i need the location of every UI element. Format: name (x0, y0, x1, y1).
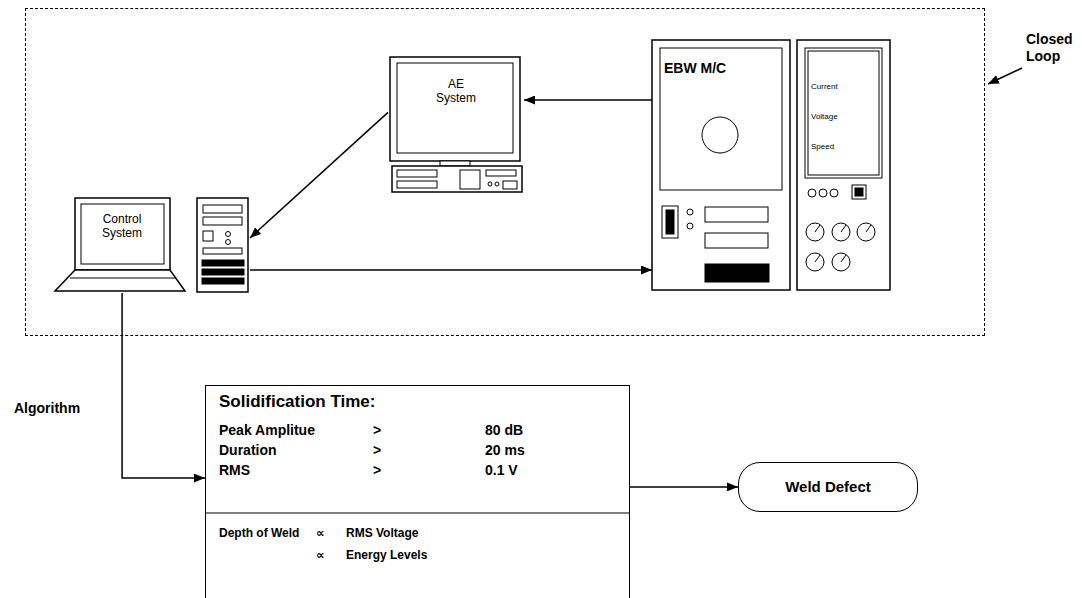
table-cell: ∝ (316, 548, 325, 562)
control-panel (819, 189, 827, 197)
control-computer (226, 232, 231, 237)
table-cell: Depth of Weld (219, 526, 299, 540)
ebw-machine (687, 209, 693, 215)
ebw-machine (705, 207, 768, 222)
control-computer (70, 278, 175, 279)
table-cell: 80 dB (485, 422, 523, 439)
table-cell: 20 ms (485, 442, 525, 459)
control-panel (797, 40, 890, 290)
control-panel (855, 188, 863, 196)
ebw-machine (687, 223, 693, 229)
control-panel (797, 40, 890, 290)
ebw-machine: EBW M/C (652, 40, 790, 290)
result-box: Weld Defect (738, 462, 918, 512)
ae-system-monitor (488, 182, 492, 186)
table-cell: Peak Amplitue (219, 422, 315, 439)
control-panel (808, 189, 816, 197)
ae-system-monitor (397, 181, 437, 188)
control-computer (81, 204, 164, 264)
connector-arrow (630, 486, 738, 488)
table-cell: ∝ (316, 526, 325, 540)
ae-system-monitor (397, 63, 513, 153)
ebw-machine (652, 40, 790, 290)
table-cell: RMS Voltage (346, 526, 418, 540)
control-computer (202, 260, 244, 266)
control-computer (203, 231, 213, 241)
control-panel (830, 189, 838, 197)
control-panel (852, 185, 866, 199)
control-computer (197, 198, 248, 292)
closed-loop-region: AE System EBW M/C CurrentVoltageSpeedContr… (25, 8, 985, 336)
connector-arrow (122, 293, 205, 478)
control-computer (203, 205, 242, 213)
control-computer (202, 269, 244, 275)
criteria-box: Solidification Time: Peak Amplitue >80 dB D… (205, 385, 630, 598)
screen-label: AE System (430, 77, 482, 105)
screen-label: Control System (87, 212, 157, 240)
ebw-machine (666, 210, 674, 234)
box-title: Solidification Time: (219, 392, 375, 412)
ebw-machine (702, 117, 738, 153)
result-label: Weld Defect (739, 478, 917, 496)
region-label: Closed Loop (1026, 31, 1078, 65)
control-system: Control System (55, 196, 250, 293)
ebw-machine (652, 40, 790, 290)
ae-system-monitor (503, 181, 517, 189)
machine-label: EBW M/C (664, 60, 726, 77)
leader-arrow (988, 68, 1022, 84)
control-computer (203, 217, 242, 225)
panel-label: Speed (811, 142, 834, 152)
machine-panel: CurrentVoltageSpeed (797, 40, 890, 290)
ebw-machine (660, 48, 782, 190)
connector-arrow (250, 269, 652, 271)
control-panel (808, 51, 879, 175)
table-divider (205, 513, 630, 514)
edge-label: Algorithm (14, 400, 80, 416)
table-divider (205, 513, 630, 514)
control-computer (226, 240, 231, 245)
table-cell: > (373, 462, 381, 479)
table-cell: RMS (219, 462, 250, 479)
table-cell: > (373, 442, 381, 459)
panel-label: Voltage (811, 112, 838, 122)
leader-arrow (988, 68, 1022, 84)
control-panel (805, 48, 882, 178)
table-cell: 0.1 V (485, 462, 518, 479)
control-computer (202, 278, 244, 284)
ebw-machine (705, 233, 768, 248)
panel-label: Current (811, 82, 838, 92)
control-panel (815, 225, 871, 262)
control-computer (55, 270, 185, 291)
control-computer (55, 198, 248, 292)
ebw-machine (705, 264, 769, 282)
ae-system: AE System (388, 55, 524, 195)
ae-system-monitor (460, 170, 480, 189)
control-computer (75, 198, 170, 270)
ae-system-monitor (495, 182, 499, 186)
ebw-machine (662, 206, 678, 238)
ae-system-monitor (390, 57, 520, 161)
ae-system-monitor (486, 170, 516, 176)
ae-system-monitor (397, 170, 437, 177)
connector-arrow (524, 99, 652, 101)
table-cell: > (373, 422, 381, 439)
ae-system-monitor (392, 166, 522, 192)
table-cell: Energy Levels (346, 548, 427, 562)
control-computer (203, 248, 242, 254)
table-cell: Duration (219, 442, 277, 459)
connector-arrow (250, 112, 388, 238)
ae-system-monitor (390, 57, 522, 192)
